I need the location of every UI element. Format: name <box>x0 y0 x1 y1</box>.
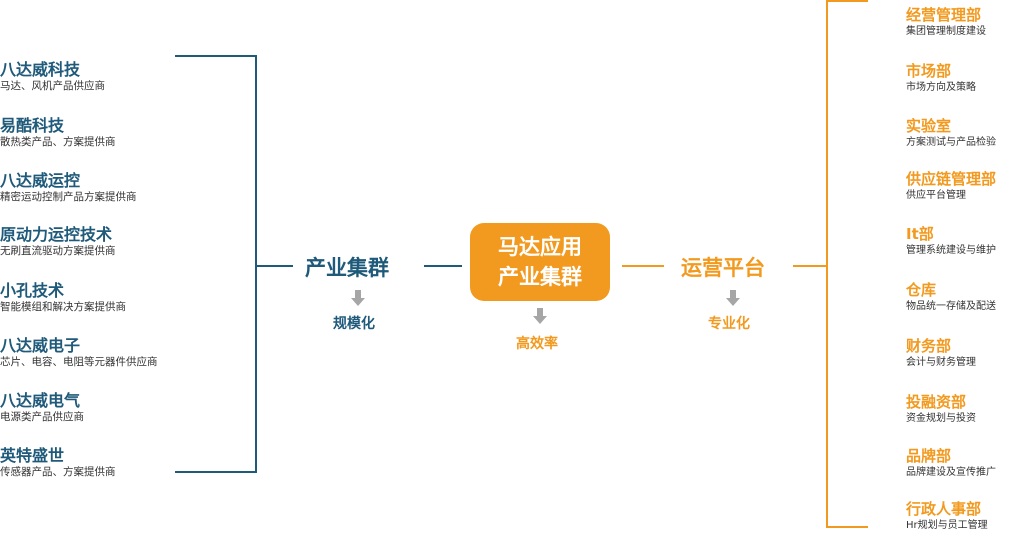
right-item-desc: 管理系统建设与维护 <box>906 245 996 256</box>
left-group-subtitle: 规模化 <box>333 316 375 332</box>
right-item: 经营管理部 集团管理制度建设 <box>906 6 1024 39</box>
right-item: 供应链管理部 供应平台管理 <box>906 170 1024 203</box>
right-item-desc: 供应平台管理 <box>906 190 966 201</box>
right-bracket-top <box>826 0 868 2</box>
left-group-title: 产业集群 <box>305 256 389 280</box>
right-item-name: 实验室 <box>906 117 952 135</box>
left-item-desc: 芯片、电容、电阻等元器件供应商 <box>0 356 158 368</box>
right-item-name: 投融资部 <box>906 393 967 411</box>
left-item: 八达威运控 精密运动控制产品方案提供商 <box>0 171 175 204</box>
center-line2: 产业集群 <box>498 265 582 289</box>
right-item-desc: 集团管理制度建设 <box>906 26 986 37</box>
left-item: 易酷科技 散热类产品、方案提供商 <box>0 116 175 149</box>
left-item-desc: 传感器产品、方案提供商 <box>0 466 116 478</box>
right-group-title: 运营平台 <box>681 256 765 280</box>
right-item: It部 管理系统建设与维护 <box>906 225 1024 258</box>
left-item: 八达威科技 马达、风机产品供应商 <box>0 60 175 93</box>
center-down-arrow-icon <box>533 308 547 324</box>
right-item-name: 品牌部 <box>906 447 952 465</box>
left-item-desc: 精密运动控制产品方案提供商 <box>0 191 137 203</box>
left-item: 英特盛世 传感器产品、方案提供商 <box>0 446 175 479</box>
right-item-desc: Hr规划与员工管理 <box>906 520 988 531</box>
left-connector-1 <box>257 265 293 267</box>
left-connector-2 <box>424 265 462 267</box>
left-item-name: 八达威电气 <box>0 391 81 410</box>
left-item-name: 八达威运控 <box>0 171 81 190</box>
left-item-desc: 电源类产品供应商 <box>0 411 84 423</box>
right-item-desc: 物品统一存储及配送 <box>906 301 996 312</box>
center-subtitle: 高效率 <box>516 336 558 352</box>
left-item-name: 原动力运控技术 <box>0 225 113 244</box>
left-item-name: 八达威电子 <box>0 336 81 355</box>
right-item-name: 行政人事部 <box>906 500 982 518</box>
left-item-desc: 无刷直流驱动方案提供商 <box>0 245 116 257</box>
left-item-name: 易酷科技 <box>0 116 65 135</box>
left-bracket-top <box>175 55 257 57</box>
right-item-desc: 市场方向及策略 <box>906 82 976 93</box>
left-item: 原动力运控技术 无刷直流驱动方案提供商 <box>0 225 175 258</box>
right-connector-1 <box>622 265 664 267</box>
right-item: 行政人事部 Hr规划与员工管理 <box>906 500 1024 533</box>
right-bracket-bottom <box>826 526 868 528</box>
left-item-name: 英特盛世 <box>0 446 65 465</box>
right-item: 品牌部 品牌建设及宣传推广 <box>906 447 1024 480</box>
right-item: 财务部 会计与财务管理 <box>906 337 1024 370</box>
right-item-name: 供应链管理部 <box>906 170 997 188</box>
right-item: 仓库 物品统一存储及配送 <box>906 281 1024 314</box>
right-group-subtitle: 专业化 <box>708 316 750 332</box>
left-item: 小孔技术 智能模组和解决方案提供商 <box>0 281 175 314</box>
right-item: 市场部 市场方向及策略 <box>906 62 1024 95</box>
left-item-name: 八达威科技 <box>0 60 81 79</box>
left-bracket-bottom <box>175 471 257 473</box>
center-box: 马达应用 产业集群 <box>470 223 610 301</box>
left-item-desc: 散热类产品、方案提供商 <box>0 136 116 148</box>
right-item-name: It部 <box>906 225 934 243</box>
left-item: 八达威电气 电源类产品供应商 <box>0 391 175 424</box>
left-bracket-vertical <box>255 55 257 473</box>
right-item-desc: 品牌建设及宣传推广 <box>906 467 996 478</box>
right-item: 投融资部 资金规划与投资 <box>906 393 1024 426</box>
right-bracket-vertical <box>826 0 828 528</box>
right-item-desc: 方案测试与产品检验 <box>906 137 996 148</box>
left-item-desc: 智能模组和解决方案提供商 <box>0 301 126 313</box>
right-item-name: 经营管理部 <box>906 6 982 24</box>
right-item-name: 财务部 <box>906 337 952 355</box>
right-item-desc: 资金规划与投资 <box>906 413 976 424</box>
left-item-name: 小孔技术 <box>0 281 65 300</box>
right-connector-2 <box>793 265 826 267</box>
right-item-desc: 会计与财务管理 <box>906 357 976 368</box>
center-line1: 马达应用 <box>498 235 582 259</box>
right-item-name: 市场部 <box>906 62 952 80</box>
right-item: 实验室 方案测试与产品检验 <box>906 117 1024 150</box>
left-item-desc: 马达、风机产品供应商 <box>0 80 105 92</box>
right-item-name: 仓库 <box>906 281 937 299</box>
right-down-arrow-icon <box>726 290 740 306</box>
left-down-arrow-icon <box>351 290 365 306</box>
left-item: 八达威电子 芯片、电容、电阻等元器件供应商 <box>0 336 175 369</box>
